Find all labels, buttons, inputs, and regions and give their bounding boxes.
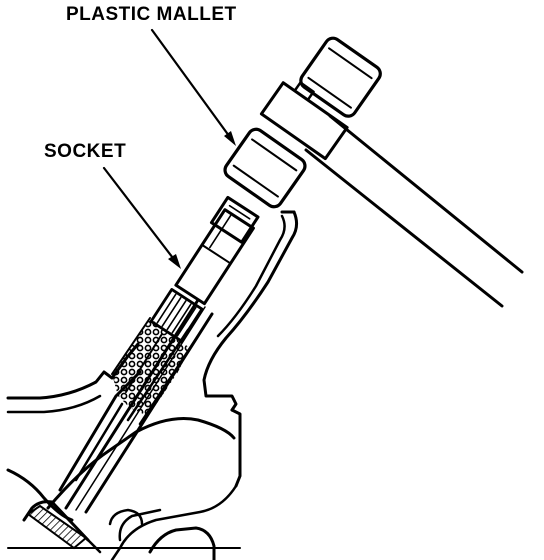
mallet-handle <box>304 114 524 308</box>
mallet-lower-face <box>223 127 307 209</box>
socket-label: SOCKET <box>44 141 127 162</box>
plastic-mallet <box>223 36 524 308</box>
cylinder-head <box>6 210 299 560</box>
valve-seat <box>26 504 88 550</box>
plastic-mallet-label: PLASTIC MALLET <box>66 4 237 25</box>
mallet-upper-face <box>299 36 382 118</box>
socket-tool <box>149 195 260 343</box>
socket-leader-line <box>102 166 181 269</box>
mallet-leader-line <box>150 28 236 146</box>
mallet-head-body <box>259 81 349 161</box>
valve-stem <box>64 298 214 514</box>
